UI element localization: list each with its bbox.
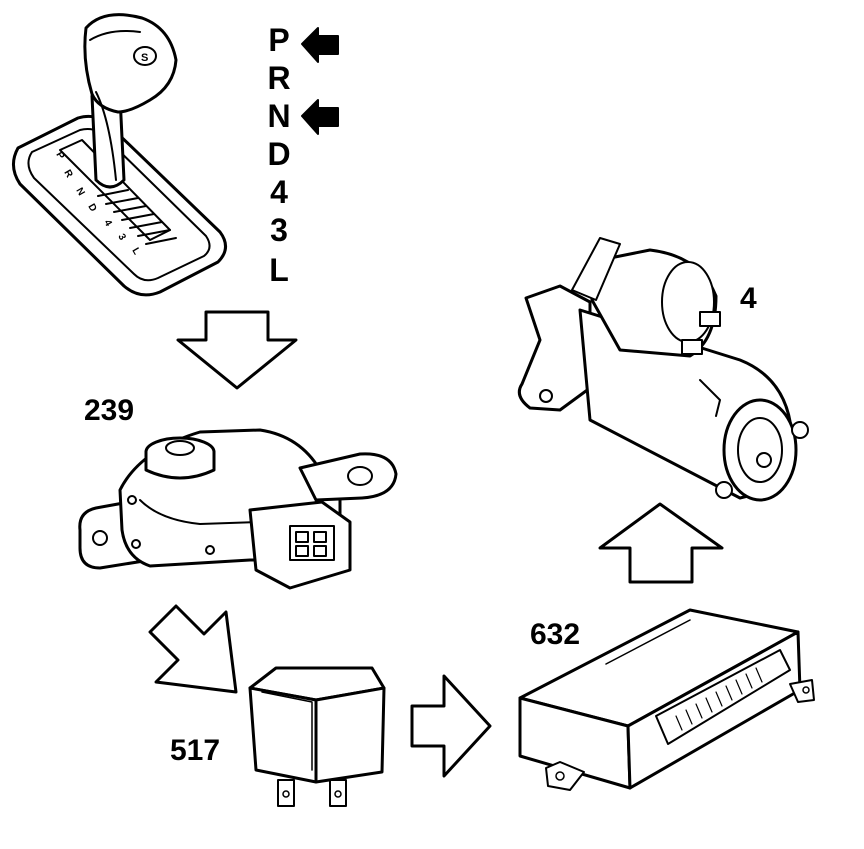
gear-knob [83,13,178,114]
n-arrow-icon [301,99,339,135]
inhibitor-switch [78,428,398,590]
p-arrow-icon [301,27,339,63]
switch-label: 239 [84,394,135,427]
gate-letter: L [129,246,142,257]
relay-label: 517 [170,734,221,767]
diagonal-arrow-icon [148,604,238,694]
starter-motor [517,237,809,502]
gear-position-p: P [268,22,290,58]
gear-selector: P R N D 4 3 L S [12,13,227,297]
gear-position-n: N [267,98,291,134]
gate-letter: D [85,202,98,214]
gear-position-d: D [267,136,291,172]
gear-position-3: 3 [270,212,288,248]
down-arrow-icon [176,310,298,390]
control-module [518,608,815,791]
gear-position-l: L [269,252,289,288]
gear-position-r: R [267,60,291,96]
gate-letter: N [73,186,86,198]
gate-letter: 4 [101,218,114,229]
module-label: 632 [530,618,581,651]
gate-letter: P [53,150,66,162]
knob-badge: S [141,52,148,64]
starter-label: 4 [740,282,757,315]
gear-position-4: 4 [270,174,288,210]
relay [248,666,386,807]
gate-letter: 3 [115,232,128,243]
right-arrow-icon [410,674,492,778]
up-arrow-icon [598,502,724,584]
